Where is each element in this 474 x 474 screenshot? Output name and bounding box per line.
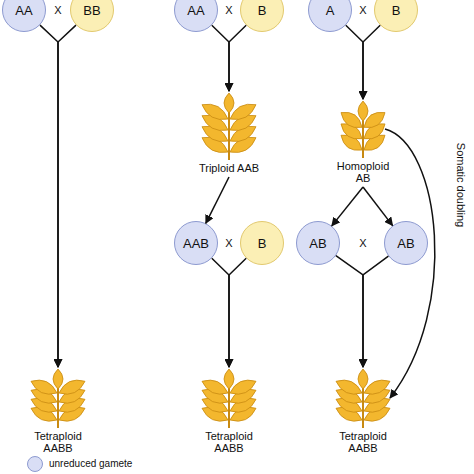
- arrow-connector: [58, 25, 76, 367]
- ploidy-label: Homoploid AB: [331, 160, 395, 184]
- arrow-connector: [385, 129, 435, 398]
- genome-label: AA: [15, 3, 32, 18]
- gamete-circle: B: [374, 0, 418, 32]
- gamete-circle: BB: [70, 0, 114, 32]
- genome-label: AB: [397, 236, 414, 251]
- arrow-connector: [363, 25, 380, 99]
- wheat-spike: [200, 92, 258, 160]
- arrow-connector: [40, 25, 58, 367]
- wheat-plant: Tetraploid AABB: [184, 368, 274, 454]
- genome-label: B: [258, 3, 267, 18]
- cross-symbol: X: [359, 237, 366, 249]
- wheat-spike: [339, 100, 387, 158]
- gamete-circle: B: [240, 0, 284, 32]
- gamete-circle: AA: [174, 0, 218, 32]
- wheat-spike: [200, 368, 258, 428]
- genome-label: B: [258, 236, 267, 251]
- arrow-connector: [229, 258, 246, 367]
- arrow-connector: [212, 25, 229, 91]
- arrow-connector: [346, 25, 363, 99]
- ploidy-label: Tetraploid AABB: [26, 430, 90, 454]
- wheat-plant: Tetraploid AABB: [318, 368, 408, 454]
- legend-swatch: [27, 456, 43, 472]
- cross-symbol: X: [225, 4, 232, 16]
- wheat-plant: Tetraploid AABB: [13, 368, 103, 454]
- arrow-connector: [363, 256, 388, 367]
- edge-label: Somatic doubling: [455, 143, 467, 227]
- ploidy-label: Tetraploid AABB: [197, 430, 261, 454]
- genome-label: AB: [309, 236, 326, 251]
- gamete-circle: A: [308, 0, 352, 32]
- genome-label: BB: [83, 3, 100, 18]
- gamete-circle: AB: [296, 221, 340, 265]
- cross-symbol: X: [359, 4, 366, 16]
- gamete-circle: AAB: [174, 221, 218, 265]
- legend-text: unreduced gamete: [49, 458, 132, 469]
- gamete-circle: AB: [384, 221, 428, 265]
- wheat-spike: [29, 368, 87, 428]
- wheat-plant: Triploid AAB: [184, 92, 274, 174]
- gamete-circle: AA: [2, 0, 46, 32]
- genome-label: B: [392, 3, 401, 18]
- genome-label: AAB: [183, 236, 209, 251]
- cross-symbol: X: [225, 237, 232, 249]
- gamete-circle: B: [240, 221, 284, 265]
- genome-label: AA: [187, 3, 204, 18]
- arrow-connector: [212, 258, 229, 367]
- arrow-connector: [363, 187, 393, 226]
- arrow-connector: [336, 256, 363, 367]
- wheat-spike: [334, 368, 392, 428]
- ploidy-label: Triploid AAB: [197, 162, 261, 174]
- cross-symbol: X: [54, 4, 61, 16]
- arrow-connector: [206, 177, 229, 223]
- wheat-plant: Homoploid AB: [318, 100, 408, 184]
- arrow-connector: [332, 187, 363, 226]
- genome-label: A: [326, 3, 335, 18]
- ploidy-label: Tetraploid AABB: [331, 430, 395, 454]
- arrow-connector: [229, 25, 246, 91]
